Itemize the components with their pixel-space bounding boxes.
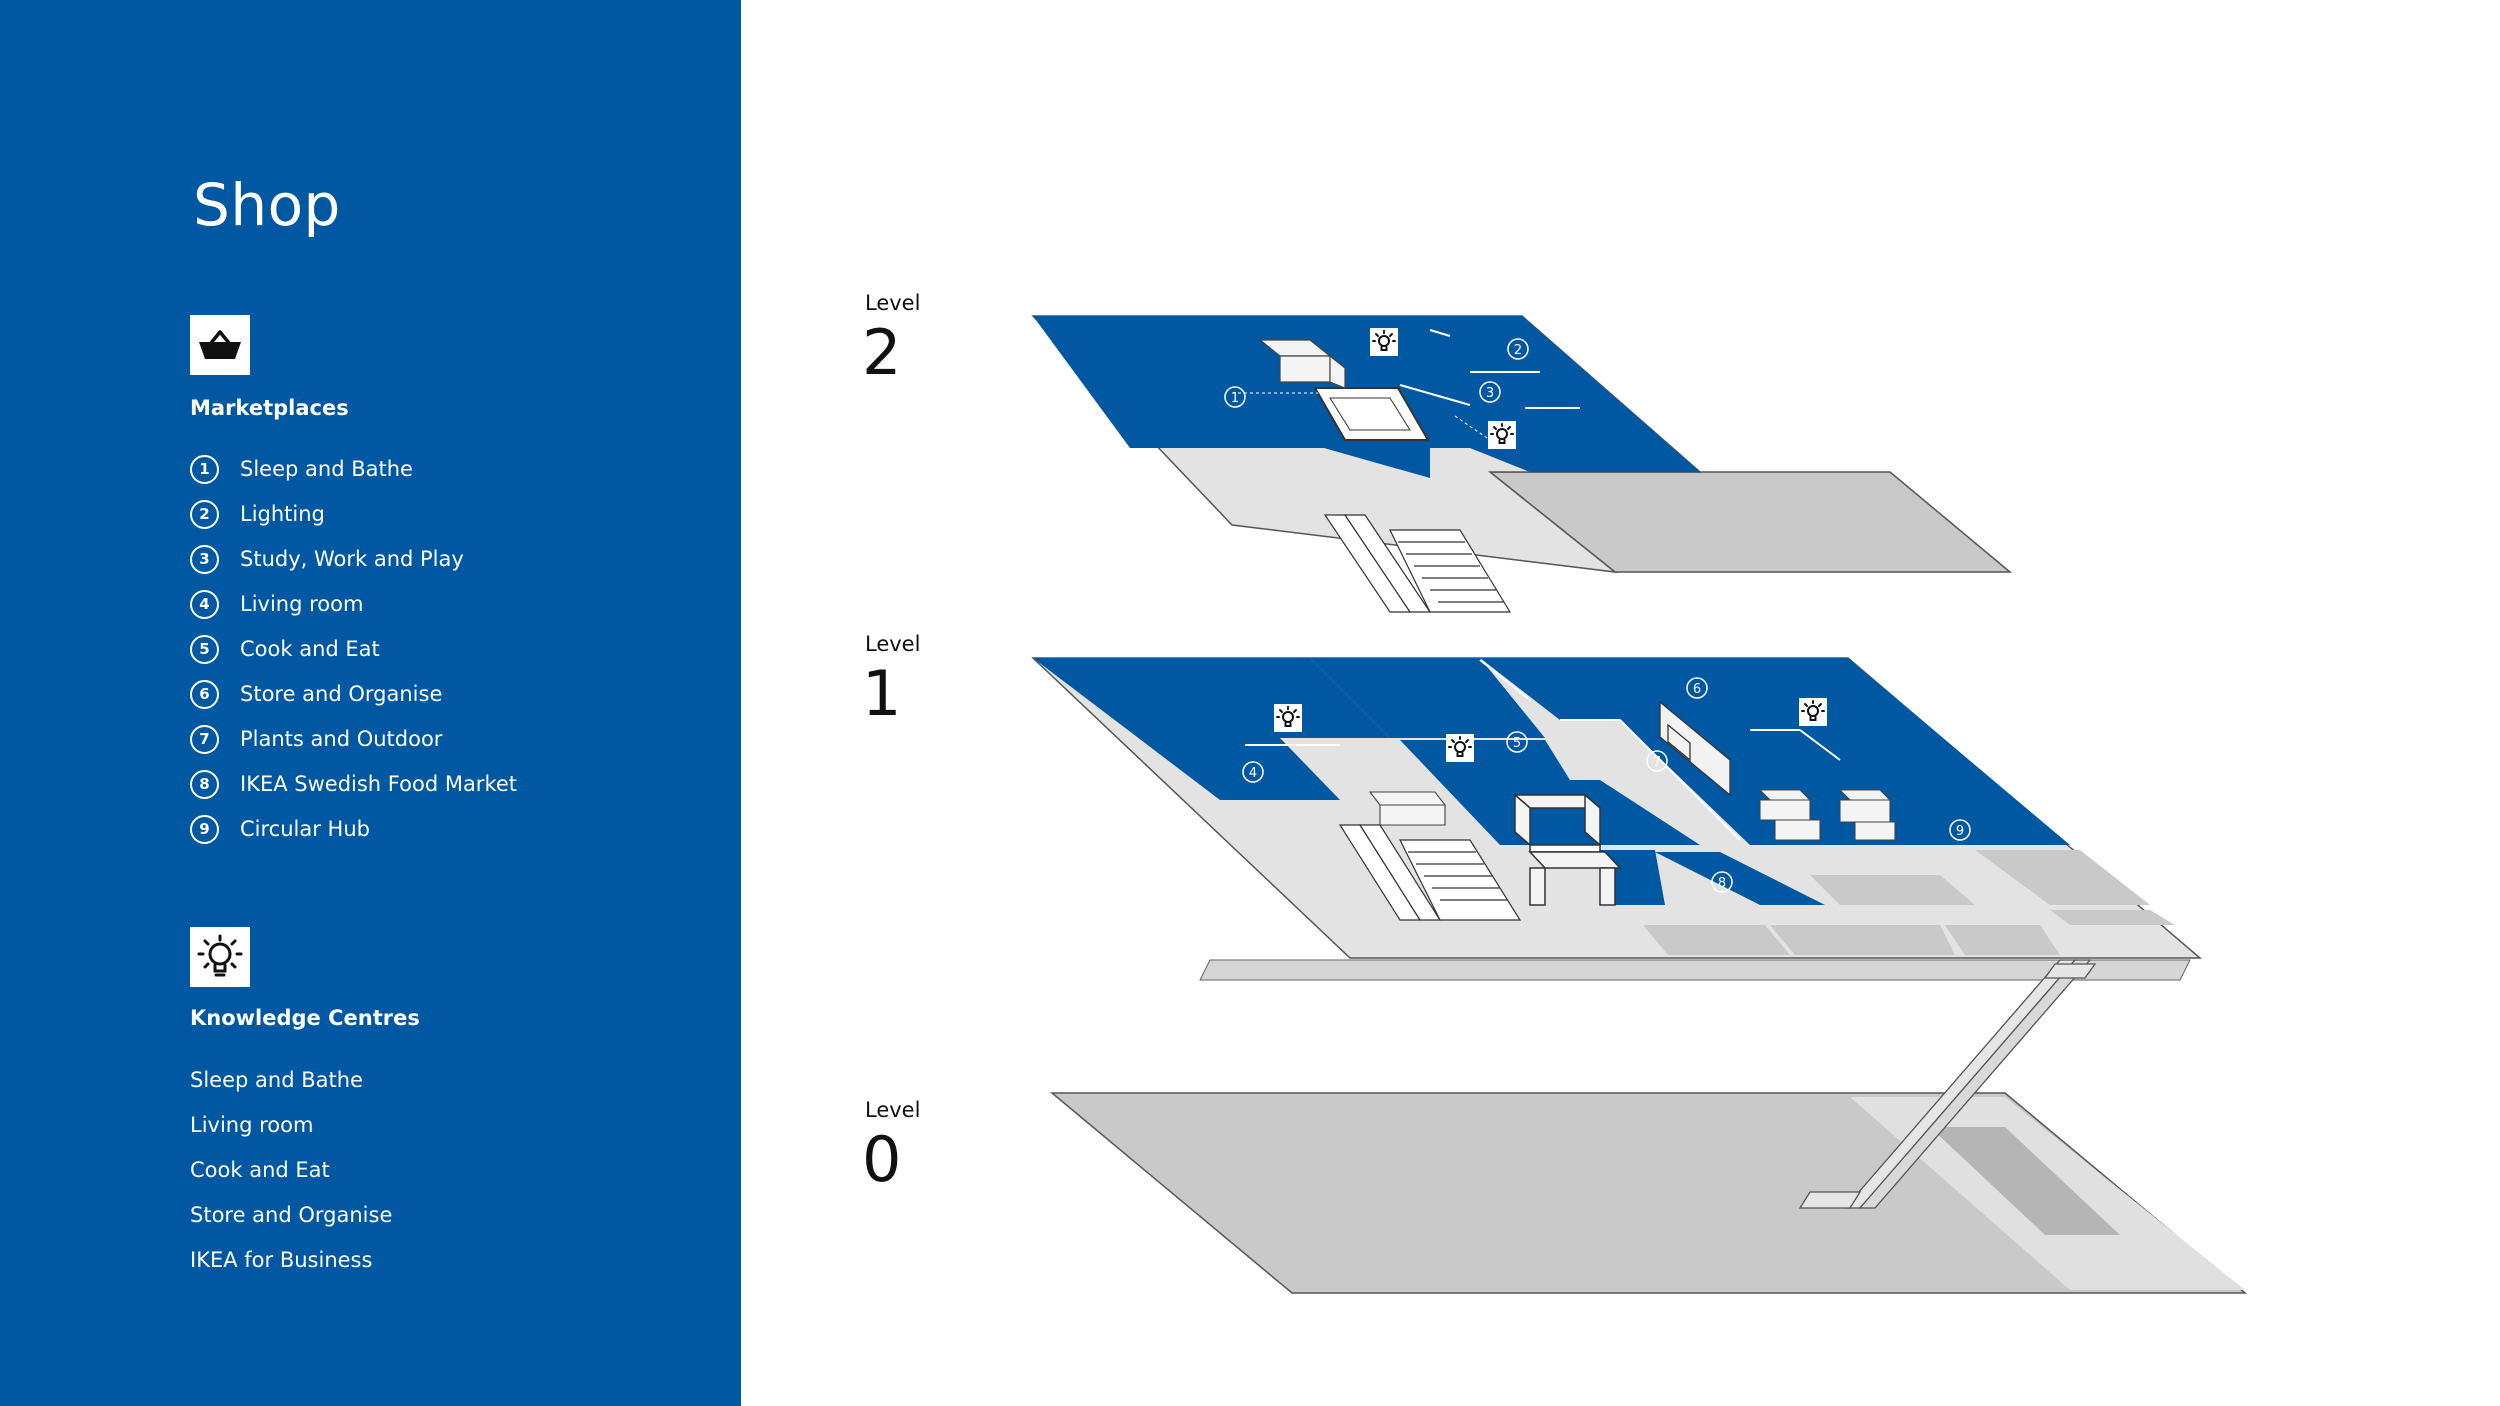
knowledge-centres-list: Sleep and Bathe Living room Cook and Eat… xyxy=(190,1058,392,1283)
number-badge: 9 xyxy=(190,815,219,844)
knowledge-centre-marker xyxy=(1798,697,1828,727)
number-badge: 5 xyxy=(190,635,219,664)
svg-text:7: 7 xyxy=(1653,755,1661,770)
marketplace-label: Living room xyxy=(240,592,364,616)
marketplace-label: Circular Hub xyxy=(240,817,370,841)
marketplace-item[interactable]: 8 IKEA Swedish Food Market xyxy=(190,762,517,807)
level-1-marker-9: 9 xyxy=(1949,819,1971,841)
svg-text:2: 2 xyxy=(1514,343,1522,358)
knowledge-centre-marker xyxy=(1369,327,1399,357)
marketplace-label: Lighting xyxy=(240,502,325,526)
knowledge-centre-item[interactable]: Living room xyxy=(190,1113,314,1137)
level-0-floor xyxy=(1049,1092,2248,1294)
level-2-marker-1: 1 xyxy=(1224,386,1246,408)
number-badge: 8 xyxy=(190,770,219,799)
level-0-number: 0 xyxy=(862,1123,902,1196)
level-2-number: 2 xyxy=(862,316,902,389)
svg-text:8: 8 xyxy=(1718,876,1726,891)
level-1-number: 1 xyxy=(862,657,902,730)
marketplace-label: Cook and Eat xyxy=(240,637,380,661)
marketplace-label: Plants and Outdoor xyxy=(240,727,443,751)
level-1-marker-7: 7 xyxy=(1646,750,1668,772)
level-1-marker-5: 5 xyxy=(1506,731,1528,753)
knowledge-centre-item[interactable]: Sleep and Bathe xyxy=(190,1068,363,1092)
svg-text:5: 5 xyxy=(1513,736,1521,751)
marketplaces-heading: Marketplaces xyxy=(190,396,349,420)
svg-text:9: 9 xyxy=(1956,824,1964,839)
knowledge-centre-marker xyxy=(1487,420,1517,450)
level-2-marker-2: 2 xyxy=(1507,338,1529,360)
number-badge: 7 xyxy=(190,725,219,754)
svg-text:3: 3 xyxy=(1486,386,1494,401)
knowledge-centre-item[interactable]: Store and Organise xyxy=(190,1203,393,1227)
number-badge: 6 xyxy=(190,680,219,709)
page-title: Shop xyxy=(193,171,341,239)
svg-text:4: 4 xyxy=(1249,766,1257,781)
level-1-label: Level xyxy=(865,632,921,656)
level-1-marker-4: 4 xyxy=(1242,761,1264,783)
marketplace-label: IKEA Swedish Food Market xyxy=(240,772,518,796)
marketplace-item[interactable]: 1 Sleep and Bathe xyxy=(190,447,517,492)
marketplace-item[interactable]: 6 Store and Organise xyxy=(190,672,517,717)
level-2-floor: 1 2 3 xyxy=(1031,315,2013,613)
lightbulb-icon xyxy=(190,927,250,987)
marketplace-label: Store and Organise xyxy=(240,682,443,706)
number-badge: 3 xyxy=(190,545,219,574)
level-2-label: Level xyxy=(865,291,921,315)
marketplace-item[interactable]: 5 Cook and Eat xyxy=(190,627,517,672)
knowledge-centre-marker xyxy=(1273,703,1303,733)
level-2-marker-3: 3 xyxy=(1479,381,1501,403)
knowledge-centres-heading: Knowledge Centres xyxy=(190,1006,420,1030)
knowledge-centre-item[interactable]: IKEA for Business xyxy=(190,1248,373,1272)
level-0-label: Level xyxy=(865,1098,921,1122)
level-1-marker-8: 8 xyxy=(1711,871,1733,893)
number-badge: 1 xyxy=(190,455,219,484)
knowledge-centre-item[interactable]: Cook and Eat xyxy=(190,1158,330,1182)
marketplace-item[interactable]: 3 Study, Work and Play xyxy=(190,537,517,582)
marketplaces-list: 1 Sleep and Bathe 2 Lighting 3 Study, Work … xyxy=(190,447,517,852)
marketplace-item[interactable]: 2 Lighting xyxy=(190,492,517,537)
level-1-floor: 4 5 6 7 8 9 xyxy=(1031,657,2203,981)
marketplace-item[interactable]: 7 Plants and Outdoor xyxy=(190,717,517,762)
svg-text:1: 1 xyxy=(1231,391,1239,406)
marketplace-label: Sleep and Bathe xyxy=(240,457,413,481)
level-1-marker-6: 6 xyxy=(1686,677,1708,699)
marketplace-item[interactable]: 9 Circular Hub xyxy=(190,807,517,852)
svg-text:6: 6 xyxy=(1693,682,1701,697)
knowledge-centre-marker xyxy=(1445,733,1475,763)
marketplace-label: Study, Work and Play xyxy=(240,547,464,571)
marketplace-item[interactable]: 4 Living room xyxy=(190,582,517,627)
number-badge: 4 xyxy=(190,590,219,619)
basket-icon xyxy=(190,315,250,375)
travelator xyxy=(1798,959,2097,1209)
number-badge: 2 xyxy=(190,500,219,529)
